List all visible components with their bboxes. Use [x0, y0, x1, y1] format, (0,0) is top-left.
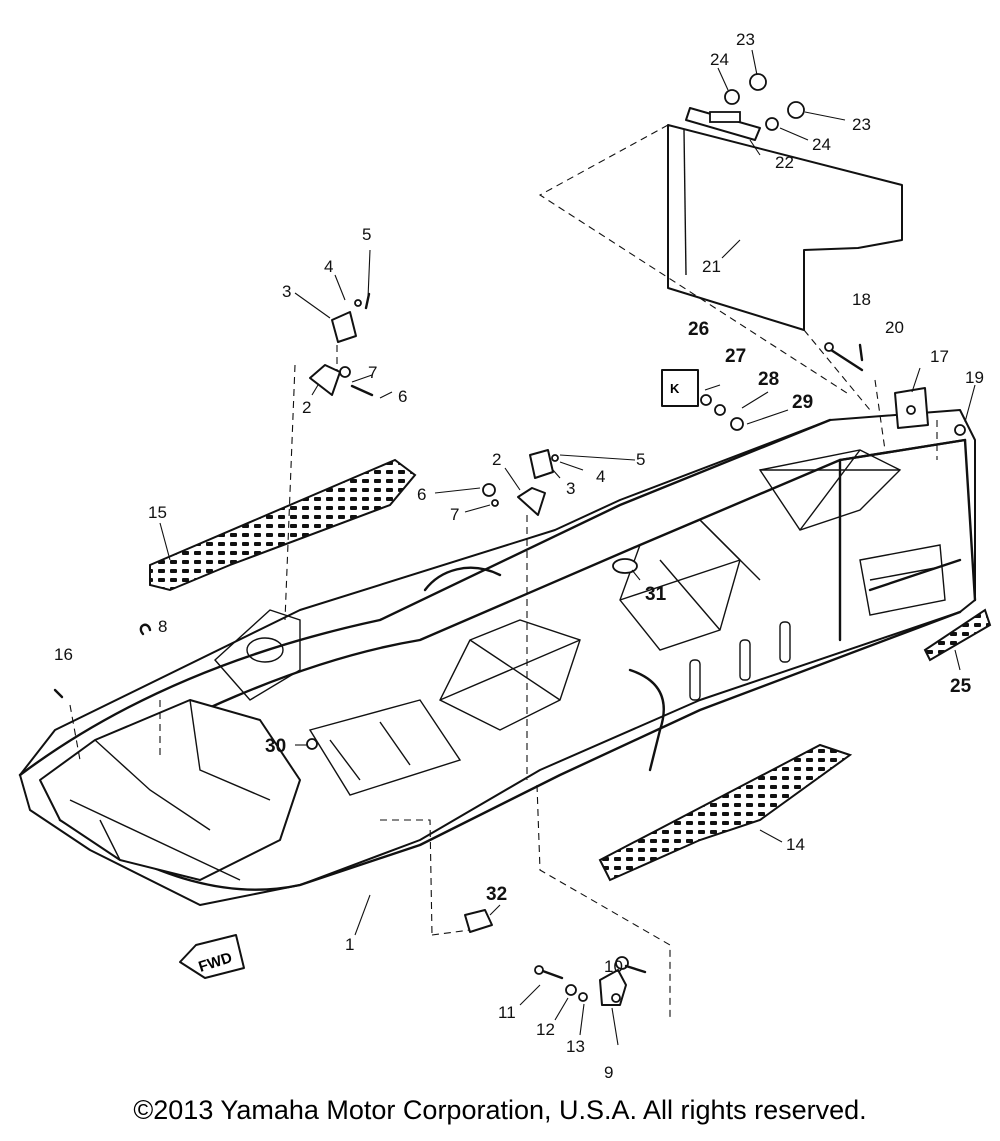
- callout-29: 29: [792, 392, 813, 413]
- callout-16: 16: [54, 645, 73, 664]
- callout-23a: 23: [736, 30, 755, 49]
- callout-4a: 4: [324, 257, 333, 276]
- callout-24a: 24: [710, 50, 729, 69]
- callout-3a: 3: [282, 282, 291, 301]
- callout-2b: 2: [492, 450, 501, 469]
- callout-32: 32: [486, 884, 507, 905]
- small-parts: K: [53, 73, 966, 1006]
- callout-18: 18: [852, 290, 871, 309]
- exploded-parts-diagram: K: [18, 30, 992, 1080]
- callouts: 23 24 23 24 22 21 18 20 17 19 26 27 28 2…: [54, 30, 984, 1080]
- footrest-15: [149, 458, 417, 592]
- callout-5b: 5: [636, 450, 645, 469]
- callout-5a: 5: [362, 225, 371, 244]
- svg-text:K: K: [670, 381, 680, 396]
- callout-11: 11: [498, 1003, 516, 1022]
- callout-30: 30: [265, 736, 286, 757]
- callout-21: 21: [702, 257, 721, 276]
- callout-24b: 24: [812, 135, 831, 154]
- leader-lines: [159, 49, 976, 1046]
- callout-12: 12: [536, 1020, 555, 1039]
- callout-6a: 6: [398, 387, 407, 406]
- callout-9: 9: [604, 1063, 613, 1080]
- callout-4b: 4: [596, 467, 605, 486]
- callout-1: 1: [345, 935, 354, 954]
- guard-25: [923, 608, 992, 662]
- callout-7a: 7: [368, 363, 377, 382]
- callout-8: 8: [158, 617, 167, 636]
- frame-body: [18, 409, 977, 906]
- callout-14: 14: [786, 835, 805, 854]
- callout-28: 28: [758, 369, 779, 390]
- callout-26: 26: [688, 319, 709, 340]
- callout-25: 25: [950, 676, 972, 697]
- plate-22: [685, 107, 761, 141]
- callout-6b: 6: [417, 485, 426, 504]
- callout-27: 27: [725, 346, 746, 367]
- callout-31: 31: [645, 584, 667, 605]
- alignment-lines: [69, 124, 938, 1020]
- callout-3b: 3: [566, 479, 575, 498]
- callout-15: 15: [148, 503, 167, 522]
- callout-20: 20: [885, 318, 904, 337]
- footrest-14: [598, 743, 853, 882]
- callout-7b: 7: [450, 505, 459, 524]
- callout-2a: 2: [302, 398, 311, 417]
- callout-17: 17: [930, 347, 949, 366]
- copyright-notice: ©2013 Yamaha Motor Corporation, U.S.A. A…: [133, 1095, 867, 1125]
- callout-19: 19: [965, 368, 984, 387]
- callout-22: 22: [775, 153, 794, 172]
- callout-10: 10: [604, 957, 623, 976]
- panel-21: [667, 124, 903, 331]
- callout-23b: 23: [852, 115, 871, 134]
- callout-13: 13: [566, 1037, 585, 1056]
